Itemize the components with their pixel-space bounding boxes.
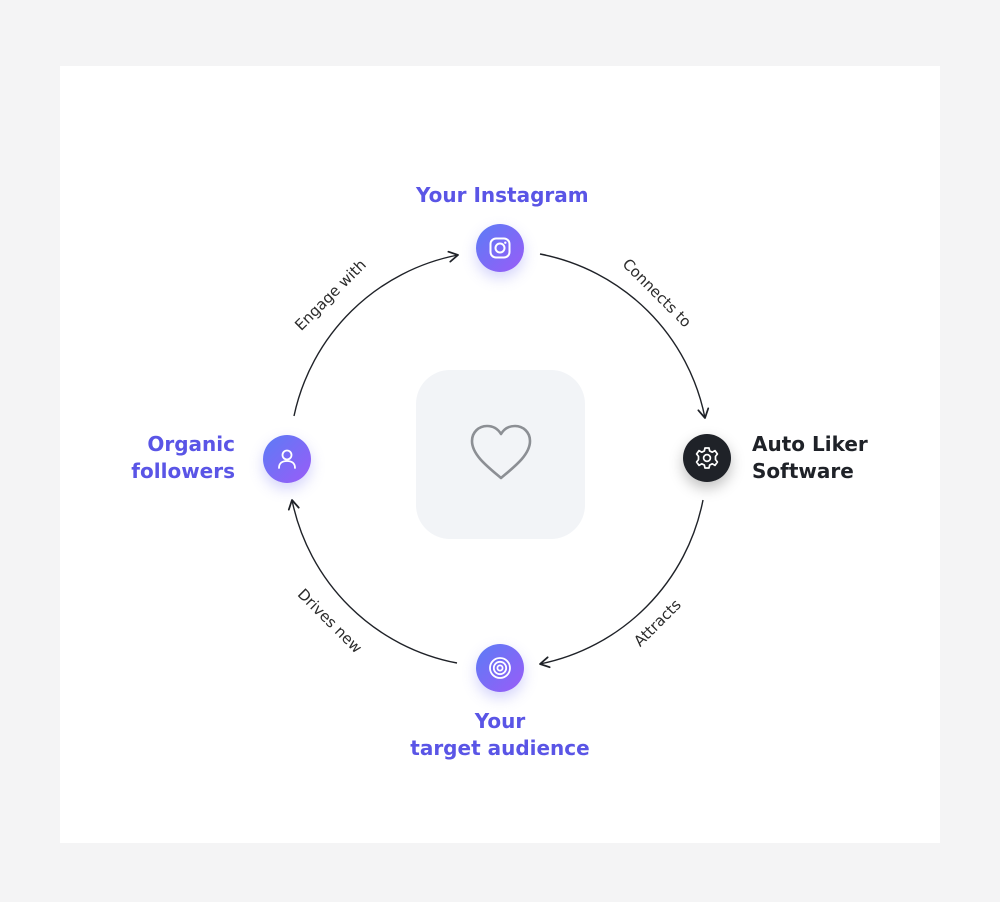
heart-icon: [468, 423, 534, 487]
audience-label: Your target audience: [400, 708, 600, 762]
instagram-icon: [487, 235, 513, 261]
target-icon: [487, 655, 513, 681]
followers-label-line1: Organic: [147, 432, 235, 456]
arrow-instagram-to-software: [539, 253, 710, 419]
followers-label-line2: followers: [131, 459, 235, 483]
instagram-label: Your Instagram: [416, 183, 589, 207]
user-icon: [274, 446, 300, 472]
software-node: [683, 434, 731, 482]
software-label: Auto Liker Software: [752, 431, 868, 485]
software-label-line2: Software: [752, 459, 854, 483]
audience-label-line2: target audience: [410, 736, 590, 760]
instagram-node: [476, 224, 524, 272]
audience-label-line1: Your: [474, 709, 526, 733]
software-label-line1: Auto Liker: [752, 432, 868, 456]
arrow-software-to-audience: [539, 499, 704, 669]
gear-icon: [694, 445, 720, 471]
center-heart-tile: [416, 370, 585, 539]
audience-node: [476, 644, 524, 692]
followers-node: [263, 435, 311, 483]
arrow-followers-to-instagram: [293, 250, 459, 417]
arrow-audience-to-followers: [287, 499, 458, 664]
followers-label: Organic followers: [100, 431, 235, 485]
